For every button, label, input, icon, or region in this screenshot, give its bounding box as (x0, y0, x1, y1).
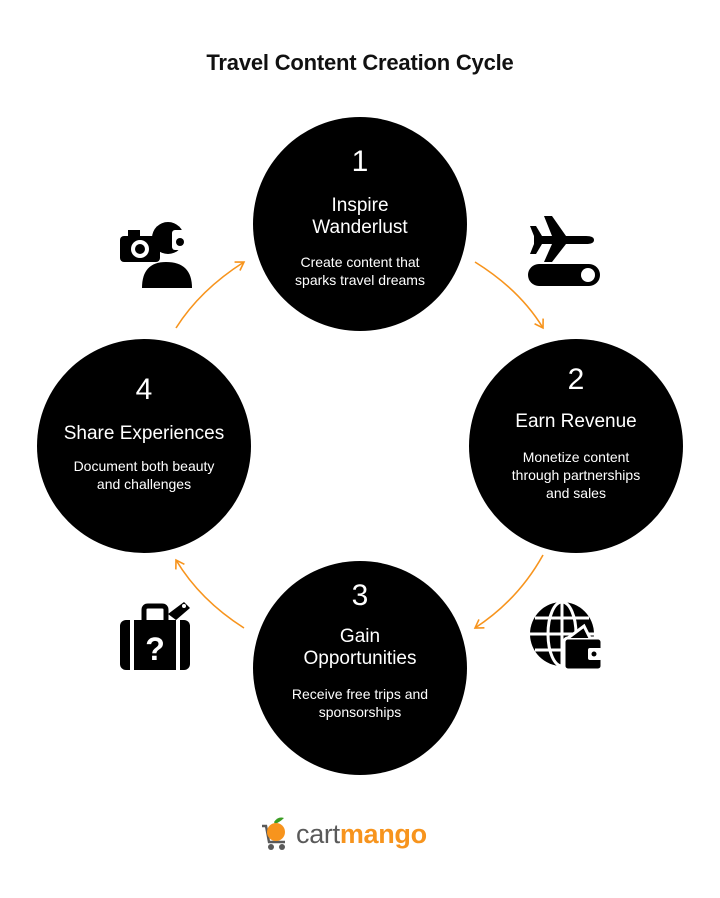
step-4-circle: 4 Share Experiences Document both beauty… (37, 339, 251, 553)
logo-wordmark: cartmango (296, 818, 427, 849)
step-2-circle: 2 Earn Revenue Monetize content through … (469, 339, 683, 553)
step-2-description: Monetize content through partnerships an… (511, 449, 641, 501)
suitcase-question-icon: ? (120, 602, 190, 670)
step-3-circle: 3 Gain Opportunities Receive free trips … (253, 561, 467, 775)
arrow-1-to-2 (474, 261, 544, 330)
page-title: Travel Content Creation Cycle (206, 50, 514, 75)
airplane-toggle-icon (528, 216, 600, 286)
arrow-4-to-1 (175, 261, 246, 329)
mango-cart-icon (262, 817, 285, 850)
step-3-number: 3 (351, 579, 369, 612)
step-4-description: Document both beauty and challenges (73, 458, 215, 492)
step-2-number: 2 (567, 363, 585, 396)
cartmango-logo: cartmango (260, 814, 427, 854)
step-1-number: 1 (351, 145, 369, 178)
step-4-title: Share Experiences (63, 423, 225, 444)
step-1-circle: 1 Inspire Wanderlust Create content that… (253, 117, 467, 331)
arrow-2-to-3 (473, 554, 544, 629)
step-4-number: 4 (135, 373, 153, 406)
globe-wallet-icon (530, 600, 604, 672)
step-1-title: Inspire Wanderlust (312, 195, 408, 238)
photographer-icon (120, 222, 192, 288)
arrow-3-to-4 (175, 558, 245, 629)
step-2-title: Earn Revenue (515, 411, 637, 432)
svg-text:?: ? (145, 631, 165, 667)
step-3-title: Gain Opportunities (303, 626, 417, 669)
step-1-description: Create content that sparks travel dreams (295, 254, 425, 288)
step-3-description: Receive free trips and sponsorships (291, 686, 429, 720)
